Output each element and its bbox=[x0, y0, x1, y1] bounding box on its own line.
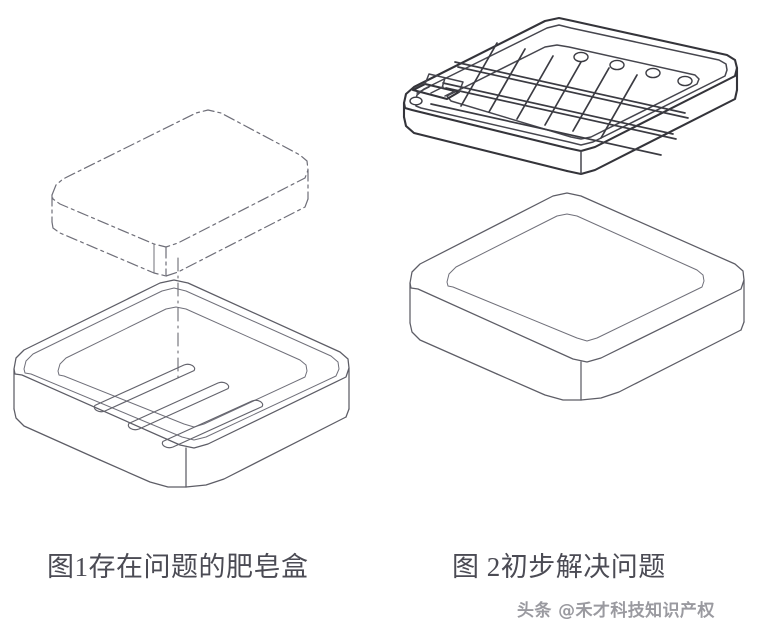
figure-1-lid bbox=[51, 109, 309, 277]
figure-2-grate-lid bbox=[402, 16, 739, 176]
figure-1-drain-slots bbox=[93, 363, 264, 449]
figure-2-drawing: .l2 { fill:none; stroke:#5d5d66; stroke-… bbox=[402, 16, 745, 401]
figure-2-tray bbox=[409, 192, 745, 401]
figure-2-slats bbox=[460, 42, 638, 139]
figure-1-drawing: .ln { fill:none; stroke:#5d5d66; stroke-… bbox=[13, 109, 350, 488]
figure-2-knobs bbox=[573, 51, 693, 87]
figure-1-tray bbox=[13, 279, 350, 488]
watermark-text: 头条 @禾才科技知识产权 bbox=[517, 601, 715, 621]
figure-1-caption: 图1存在问题的肥皂盒 bbox=[47, 552, 309, 582]
figure-2-caption: 图 2初步解决问题 bbox=[452, 552, 666, 582]
figure-2-corner-detail bbox=[409, 73, 464, 106]
